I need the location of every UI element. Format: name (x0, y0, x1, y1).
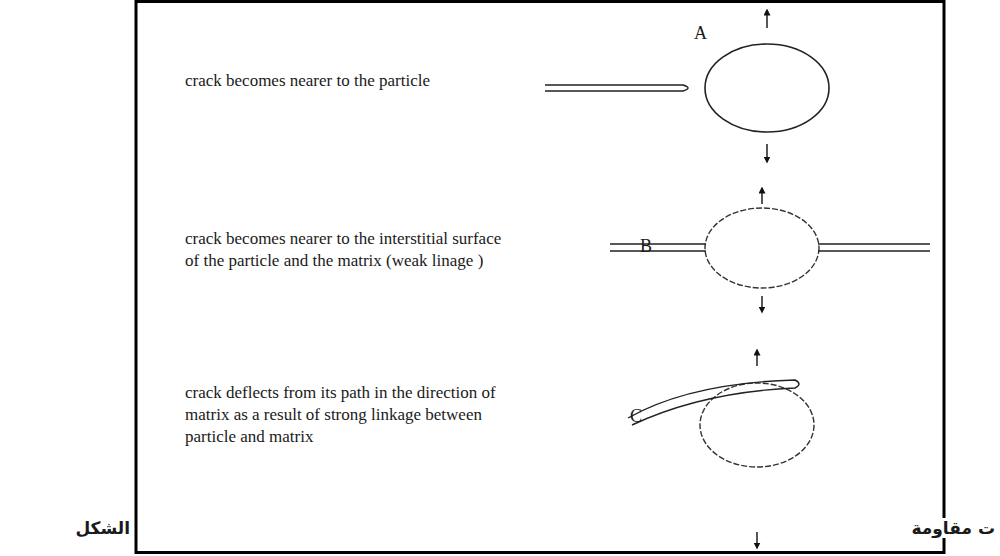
stress-arrow (761, 190, 762, 204)
particle-ellipse (705, 208, 819, 288)
stress-arrow (756, 532, 757, 546)
stress-arrow (761, 296, 762, 310)
stage-letter: C (630, 405, 642, 428)
stage-description: crack becomes nearer to the interstitial… (185, 228, 515, 272)
stage-letter: B (640, 235, 652, 258)
stress-arrow (766, 12, 767, 28)
particle-ellipse (700, 383, 814, 467)
stage-letter: A (694, 22, 707, 45)
crack-line (545, 85, 688, 91)
frame-border (136, 2, 944, 553)
crack-line (628, 380, 799, 425)
crack-line (610, 244, 706, 251)
stage-description: crack becomes nearer to the particle (185, 70, 525, 92)
particle-ellipse (705, 44, 829, 132)
stress-arrow (766, 144, 767, 160)
caption-fragment: الشكل (73, 518, 132, 538)
stress-arrow (756, 352, 757, 366)
crack-line (818, 244, 930, 251)
caption-fragment: ت مقاومة (909, 518, 997, 538)
stage-description: crack deflects from its path in the dire… (185, 382, 515, 448)
